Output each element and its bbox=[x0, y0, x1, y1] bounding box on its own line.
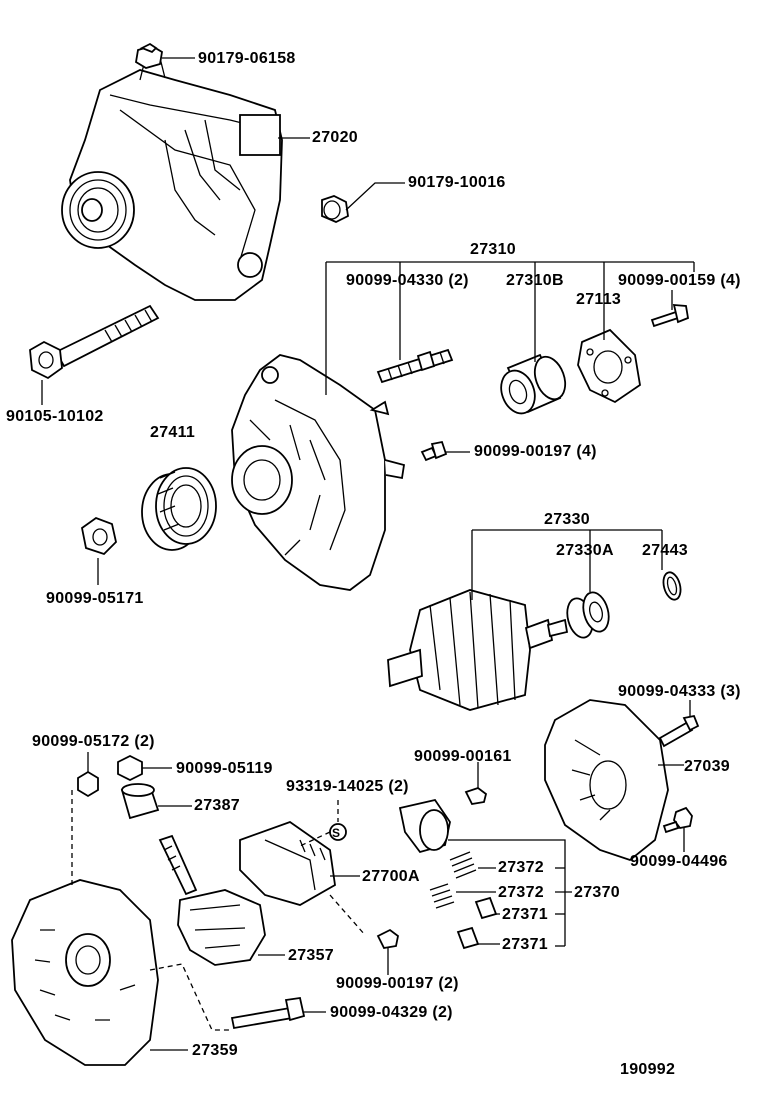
label-27370: 27370 bbox=[574, 884, 620, 901]
stud-90099-04330 bbox=[376, 348, 454, 384]
nut-90179-10016 bbox=[321, 195, 349, 223]
label-27371-a: 27371 bbox=[502, 906, 548, 923]
screw-90099-00197-2 bbox=[376, 928, 399, 949]
label-27411: 27411 bbox=[150, 424, 196, 441]
label-90099-00159: 90099-00159 (4) bbox=[618, 272, 741, 289]
brush-holder-27370 bbox=[398, 798, 451, 854]
label-27371-b: 27371 bbox=[502, 936, 548, 953]
label-27443: 27443 bbox=[642, 542, 688, 559]
nut-90099-05171 bbox=[81, 516, 117, 556]
label-27039: 27039 bbox=[684, 758, 730, 775]
sealant-symbol-label: S bbox=[332, 826, 341, 840]
bolt-90099-04329 bbox=[230, 996, 306, 1030]
label-27372-b: 27372 bbox=[498, 884, 544, 901]
regulator-27700A bbox=[239, 820, 336, 906]
label-93319-14025: 93319-14025 (2) bbox=[286, 778, 409, 795]
label-90099-04496: 90099-04496 bbox=[630, 853, 728, 870]
label-90099-00197-2: 90099-00197 (2) bbox=[336, 975, 459, 992]
nut-90099-05172 bbox=[77, 770, 99, 798]
screw-90099-00159 bbox=[650, 304, 690, 328]
label-90099-04329: 90099-04329 (2) bbox=[330, 1004, 453, 1021]
bearing-27330A bbox=[566, 591, 610, 639]
nut-90099-05119 bbox=[117, 754, 143, 782]
bolt-90179-06158 bbox=[135, 42, 163, 69]
insulator-27387 bbox=[120, 783, 160, 820]
label-90099-05172: 90099-05172 (2) bbox=[32, 733, 155, 750]
label-27310B: 27310B bbox=[506, 272, 564, 289]
label-90099-05119: 90099-05119 bbox=[176, 760, 273, 777]
screw-90099-00161 bbox=[464, 786, 488, 805]
brush-27371-b bbox=[456, 926, 480, 950]
retainer-plate-27113 bbox=[577, 328, 641, 404]
rectifier-27357 bbox=[158, 834, 266, 966]
nut-90099-04496 bbox=[662, 806, 693, 834]
rotor-27330 bbox=[387, 589, 569, 711]
bolt-90099-04333 bbox=[658, 714, 700, 748]
alternator-assembly bbox=[61, 57, 283, 301]
rear-end-frame-27359 bbox=[11, 879, 159, 1066]
label-27330A: 27330A bbox=[556, 542, 614, 559]
ring-27443 bbox=[662, 571, 682, 601]
diagram-id: 190992 bbox=[620, 1061, 676, 1078]
rear-cover-27039 bbox=[544, 699, 669, 862]
label-90105-10102: 90105-10102 bbox=[6, 408, 104, 425]
label-27020: 27020 bbox=[312, 129, 358, 146]
bolt-90105-10102 bbox=[29, 304, 160, 380]
leader-lines bbox=[41, 57, 695, 1051]
label-90179-10016: 90179-10016 bbox=[408, 174, 506, 191]
label-90099-04330: 90099-04330 (2) bbox=[346, 272, 469, 289]
label-90099-05171: 90099-05171 bbox=[46, 590, 144, 607]
label-27113: 27113 bbox=[576, 291, 622, 308]
bearing-27310B bbox=[500, 353, 567, 415]
drive-end-frame-27310 bbox=[231, 354, 406, 591]
label-27357: 27357 bbox=[288, 947, 334, 964]
brush-27371-a bbox=[474, 896, 498, 920]
label-27330: 27330 bbox=[544, 511, 590, 528]
spring-27372-a bbox=[449, 851, 477, 879]
label-90179-06158: 90179-06158 bbox=[198, 50, 296, 67]
label-90099-04333: 90099-04333 (3) bbox=[618, 683, 741, 700]
label-27372-a: 27372 bbox=[498, 859, 544, 876]
spring-27372-b bbox=[429, 883, 455, 909]
label-27700A: 27700A bbox=[362, 868, 420, 885]
pulley-27411 bbox=[141, 467, 217, 551]
label-27359: 27359 bbox=[192, 1042, 238, 1059]
label-27387: 27387 bbox=[194, 797, 240, 814]
label-90099-00197-4: 90099-00197 (4) bbox=[474, 443, 597, 460]
label-27310: 27310 bbox=[470, 241, 516, 258]
screw-90099-00197-4 bbox=[420, 440, 448, 462]
label-90099-00161: 90099-00161 bbox=[414, 748, 512, 765]
